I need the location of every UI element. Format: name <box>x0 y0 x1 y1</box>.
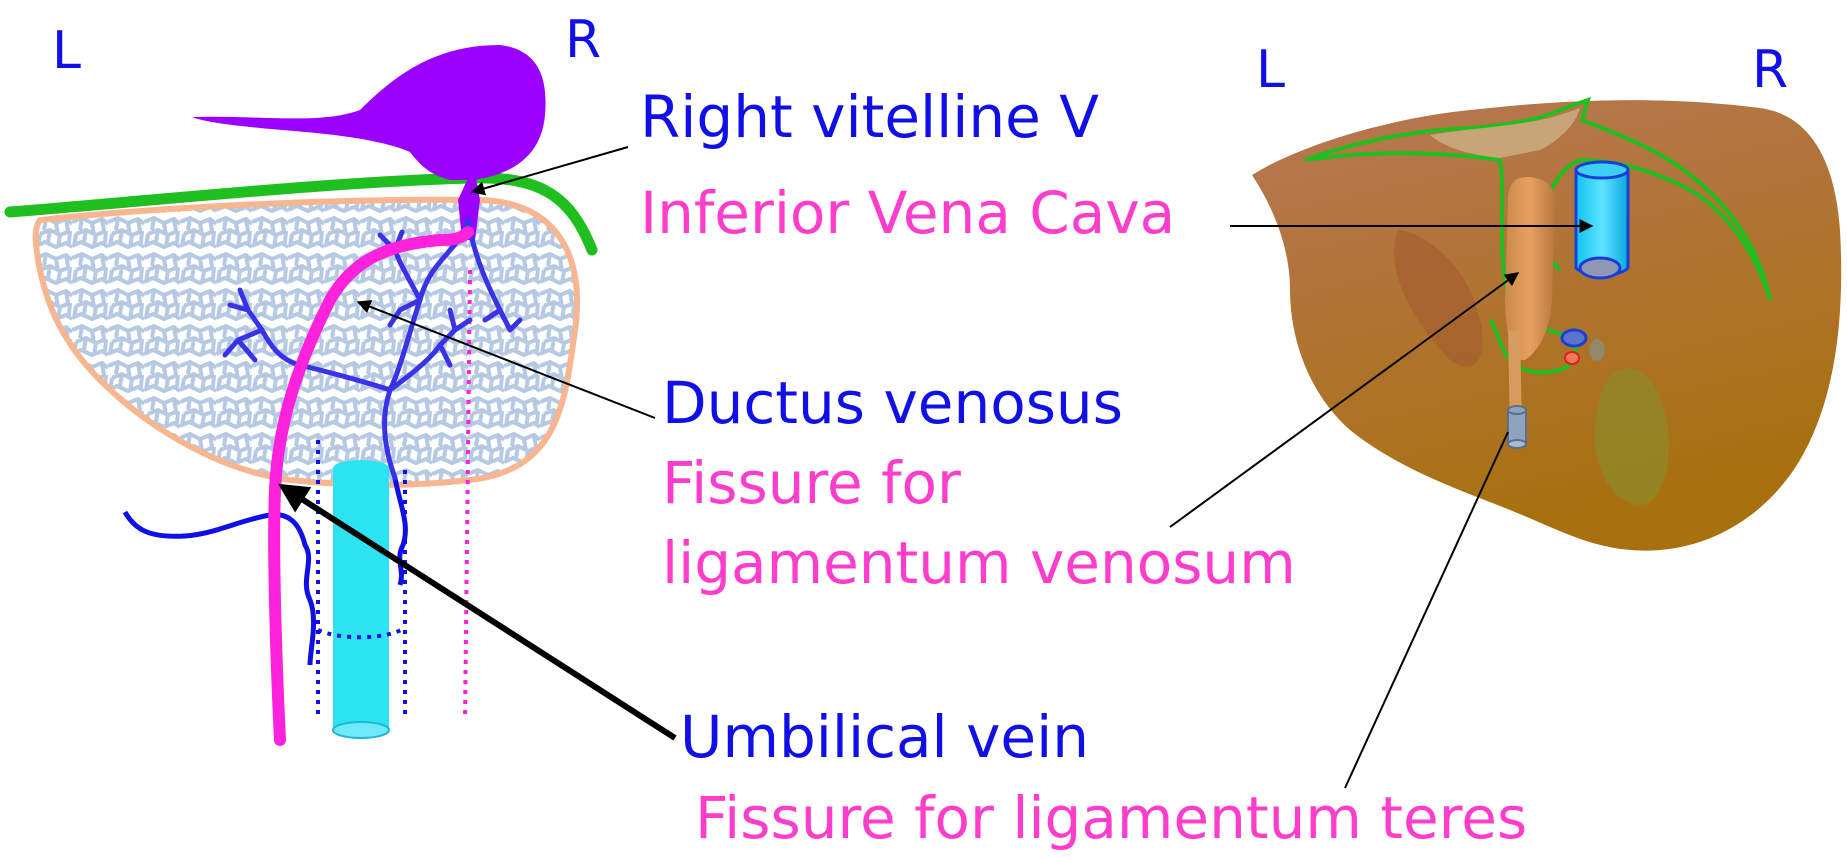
left-vitelline-vein <box>125 512 314 665</box>
right-side-marker-l: L <box>1256 40 1285 100</box>
label-fissure-venosum-line1: Fissure for <box>662 449 961 517</box>
vitelline-sac <box>192 45 546 180</box>
label-fissure-venosum-line2: ligamentum venosum <box>662 529 1296 597</box>
embryonic-vena-cava <box>333 460 389 738</box>
adult-liver-diagram: L R <box>1252 40 1841 551</box>
label-inferior-vena-cava: Inferior Vena Cava <box>640 179 1175 247</box>
right-side-marker-r: R <box>1752 40 1788 100</box>
left-vitelline-vein-branch <box>395 478 405 585</box>
label-umbilical-vein: Umbilical vein <box>680 703 1089 771</box>
ligamentum-teres-stump <box>1508 406 1526 448</box>
label-fissure-ligamentum-teres: Fissure for ligamentum teres <box>695 784 1527 852</box>
pointer-fissure-teres <box>1345 432 1508 788</box>
left-side-marker-r: R <box>565 10 601 70</box>
label-ductus-venosus: Ductus venosus <box>662 369 1123 437</box>
label-right-vitelline-vein: Right vitelline V <box>640 83 1099 151</box>
left-side-marker-l: L <box>52 21 81 81</box>
adult-inferior-vena-cava <box>1576 162 1628 278</box>
